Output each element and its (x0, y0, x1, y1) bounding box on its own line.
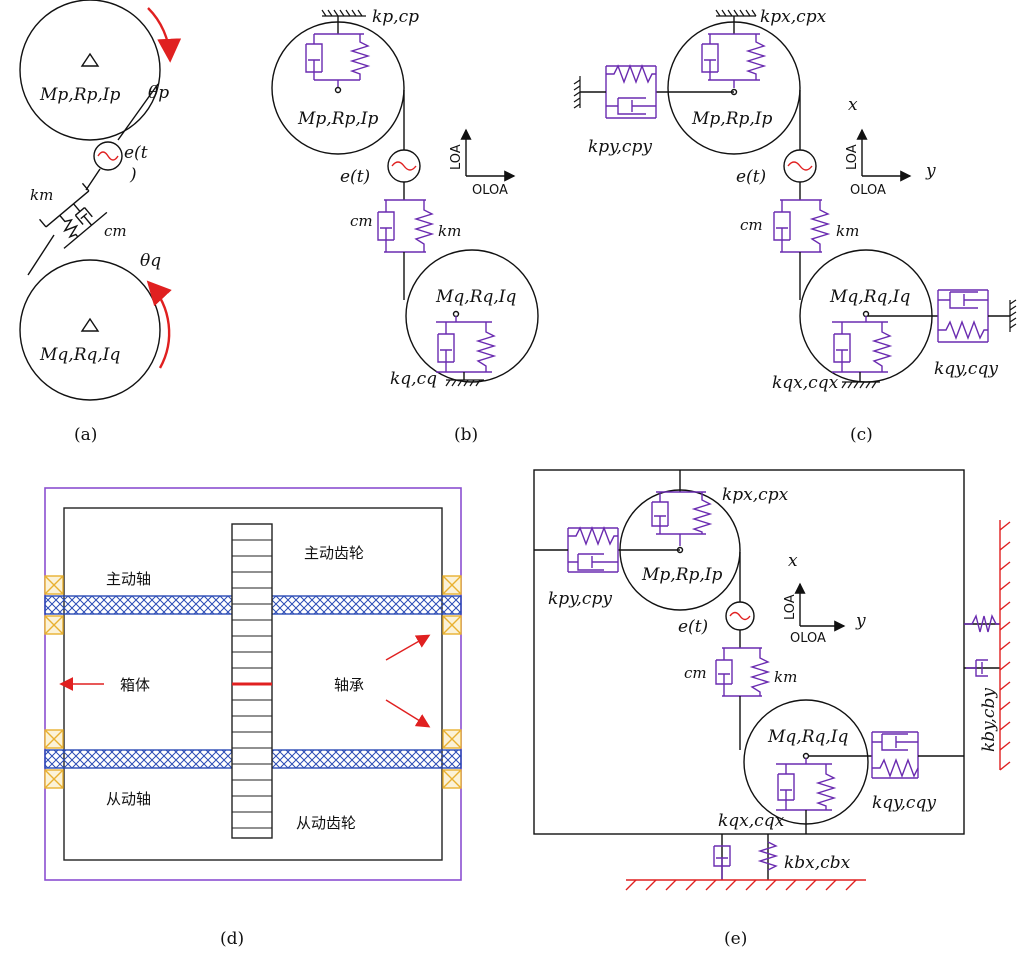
driven-gear-label: 从动齿轮 (296, 814, 356, 832)
gear-p-label: Mp,Rp,Ip (39, 85, 120, 105)
support-qy-spring-damper (868, 289, 1010, 343)
gear-q-circle (405, 249, 539, 383)
housing-label: 箱体 (120, 676, 150, 694)
mesh-spring-damper (715, 647, 771, 697)
support-bx-label: kbx,cbx (784, 853, 851, 873)
support-px-spring-damper (651, 491, 713, 554)
support-px-spring-damper (701, 33, 767, 96)
gear-p-circle (667, 21, 801, 155)
axis-y-label: y (855, 611, 866, 631)
cm-label: cm (740, 216, 763, 234)
axis-oloa-label: OLOA (790, 631, 826, 646)
mesh-spring-damper (377, 199, 435, 253)
support-qy-label: kqy,cqy (872, 793, 936, 813)
support-px-label: kpx,cpx (760, 7, 827, 27)
support-py-label: kpy,cpy (588, 137, 652, 157)
housing-frame (533, 469, 965, 835)
pivot-q-icon (80, 317, 100, 332)
panel-e: LOA OLOA x y kpx,cpx kpy,cpy Mp,Rp,Ip e(… (533, 469, 1011, 949)
gear-p-label: Mp,Rp,Ip (641, 565, 722, 585)
gear-q-label: Mq,Rq,Iq (39, 345, 120, 365)
caption-a: (a) (74, 425, 97, 445)
km-label: km (836, 222, 859, 240)
caption-e: (e) (724, 929, 747, 949)
error-source-icon (93, 141, 123, 171)
gear-p-circle (19, 0, 161, 141)
support-qx-spring-damper (832, 310, 893, 382)
support-bx-spring-damper (713, 834, 779, 880)
gear-teeth (232, 539, 272, 829)
panel-b: LOA OLOA kp,cp Mp,Rp,Ip e(t) cm km Mq,Rq… (271, 7, 539, 445)
panel-d: 主动齿轮 主动轴 箱体 轴承 从动轴 从动齿轮 (d) (44, 487, 462, 949)
error-label: e(t) (678, 617, 708, 637)
rotation-arrow-p-icon (147, 7, 182, 63)
bearing-arrow-down-icon (385, 699, 431, 728)
axis-x-label: x (848, 95, 858, 115)
housing-outer (44, 487, 462, 881)
mesh-spring-damper (773, 199, 831, 253)
driving-shaft-label: 主动轴 (106, 570, 151, 588)
axis-loa-label: LOA (783, 594, 798, 620)
caption-b: (b) (454, 425, 478, 445)
axis-loa-label: LOA (449, 144, 464, 170)
gear-q-label: Mq,Rq,Iq (829, 287, 910, 307)
support-p-label: kp,cp (372, 7, 419, 27)
caption-c: (c) (850, 425, 873, 445)
support-qx-spring-damper (776, 752, 837, 834)
rotation-arrow-q-icon (146, 280, 172, 369)
support-qx-label: kqx,cqx (772, 373, 839, 393)
km-label: km (774, 668, 797, 686)
support-p-spring-damper (305, 33, 371, 94)
error-label-bottom: ) (129, 165, 137, 185)
bearing-label: 轴承 (334, 676, 364, 694)
km-label: km (30, 186, 53, 204)
gear-p-label: Mp,Rp,Ip (297, 109, 378, 129)
gear-q-label: Mq,Rq,Iq (435, 287, 516, 307)
caption-d: (d) (220, 929, 244, 949)
support-py-spring-damper (580, 64, 734, 119)
error-label: e(t) (340, 167, 370, 187)
driven-shaft-label: 从动轴 (106, 790, 151, 808)
theta-q-label: θq (140, 251, 161, 271)
panel-a: θp θq Mp,Rp,Ip Mq,Rq,Iq e(t ) km cm (a) (19, 0, 182, 445)
gear-stack (231, 523, 273, 839)
cm-label: cm (104, 222, 127, 240)
axis-loa-label: LOA (845, 144, 860, 170)
support-px-label: kpx,cpx (722, 485, 789, 505)
support-q-label: kq,cq (390, 369, 437, 389)
gear-q-label: Mq,Rq,Iq (767, 727, 848, 747)
support-qy-spring-damper (808, 731, 964, 779)
mesh-spring-damper (39, 182, 108, 249)
error-label-top: e(t (124, 143, 148, 163)
support-qy-label: kqy,cqy (934, 359, 998, 379)
axis-x-label: x (788, 551, 798, 571)
cm-label: cm (350, 212, 373, 230)
panel-c: LOA OLOA x y kpx,cpx kpy,cpy Mp,Rp,Ip e(… (573, 7, 1017, 445)
axis-oloa-label: OLOA (472, 183, 508, 198)
support-by-spring-damper (964, 613, 1000, 677)
bearings (44, 575, 462, 789)
axis-y-label: y (925, 161, 936, 181)
gear-p-circle (271, 21, 405, 155)
gear-p-label: Mp,Rp,Ip (691, 109, 772, 129)
pivot-p-icon (80, 52, 100, 67)
error-label: e(t) (736, 167, 766, 187)
gear-q-circle (19, 259, 161, 401)
support-qx-label: kqx,cqx (718, 811, 785, 831)
axis-oloa-label: OLOA (850, 183, 886, 198)
cm-label: cm (684, 664, 707, 682)
km-label: km (438, 222, 461, 240)
bearing-arrow-up-icon (385, 634, 431, 661)
support-py-label: kpy,cpy (548, 589, 612, 609)
support-q-spring-damper (436, 310, 497, 380)
support-by-label: kby,cby (979, 688, 999, 752)
support-py-spring-damper (534, 526, 680, 573)
theta-p-label: θp (148, 83, 169, 103)
driving-gear-label: 主动齿轮 (304, 544, 364, 562)
